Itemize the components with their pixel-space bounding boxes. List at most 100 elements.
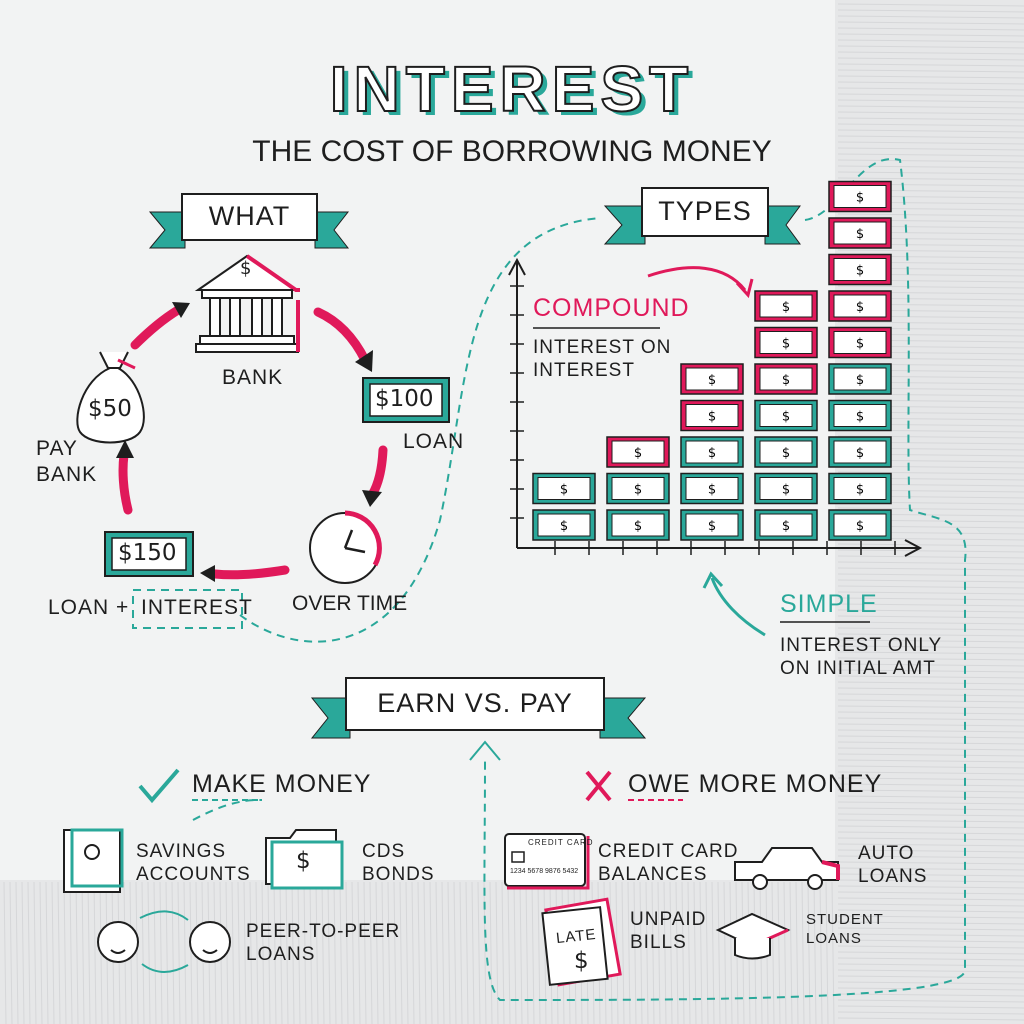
bill-dollar: $ [856, 300, 864, 315]
loan-amount: $100 [375, 386, 434, 412]
bill-dollar: $ [708, 446, 716, 461]
bill-dollar: $ [708, 483, 716, 498]
bill-icon: $ [680, 399, 744, 432]
bill-icon: $ [754, 326, 818, 359]
loan-label: LOAN [403, 430, 465, 453]
simple-desc: INTEREST ONLY ON INITIAL AMT [780, 635, 943, 679]
loan-bill-icon [362, 377, 450, 423]
bill-icon: $ [828, 180, 892, 213]
bill-icon: $ [532, 472, 596, 505]
bank-dollar: $ [240, 258, 252, 279]
clock-icon [309, 510, 382, 584]
bill-icon: $ [754, 399, 818, 432]
banner-what-label: WHAT [208, 201, 291, 231]
bill-icon: $ [680, 472, 744, 505]
card-number: 1234 5678 9876 5432 [510, 868, 579, 875]
bill-icon: $ [754, 290, 818, 322]
bank-label: BANK [222, 366, 284, 389]
bill-dollar: $ [856, 337, 864, 352]
page-subtitle: THE COST OF BORROWING MONEY [252, 135, 772, 168]
bill-dollar: $ [856, 410, 864, 425]
safe-icon [63, 828, 124, 893]
bill-dollar: $ [856, 446, 864, 461]
bill-dollar: $ [782, 373, 790, 388]
bill-dollar: $ [856, 227, 864, 242]
bill-dollar: $ [782, 483, 790, 498]
pay-bank-label: PAY BANK [36, 437, 98, 486]
bill-dollar: $ [634, 446, 642, 461]
bill-dollar: $ [634, 483, 642, 498]
bill-icon: $ [828, 217, 892, 249]
banner-what [148, 193, 350, 249]
bill-dollar: $ [782, 337, 790, 352]
bill-dollar: $ [560, 519, 568, 534]
bill-dollar: $ [856, 483, 864, 498]
bill-dollar: $ [856, 373, 864, 388]
auto-label: AUTO LOANS [858, 843, 928, 887]
repay-bill-icon [104, 531, 194, 577]
bill-dollar: $ [782, 446, 790, 461]
money-bag-icon [76, 351, 145, 444]
check-icon [138, 768, 180, 804]
dashed-arrowhead [469, 740, 501, 761]
banner-earn-vs-pay-label: EARN VS. PAY [377, 688, 573, 718]
face-icon [97, 921, 231, 963]
bill-dollar: $ [856, 264, 864, 279]
cycle-arrows [116, 302, 388, 582]
p2p-label: PEER-TO-PEER LOANS [246, 921, 401, 965]
bill-icon: $ [828, 509, 892, 541]
bill-dollar: $ [856, 519, 864, 534]
bill-dollar: $ [560, 483, 568, 498]
bill-icon: $ [532, 509, 596, 541]
student-label: STUDENT LOANS [806, 911, 884, 947]
banner-earn-vs-pay [310, 677, 647, 739]
bill-icon: $ [754, 363, 818, 395]
bill-icon: $ [828, 399, 892, 432]
bill-icon: $ [828, 436, 892, 468]
bill-icon: $ [828, 253, 892, 286]
cds-label: CDS BONDS [362, 841, 435, 885]
cross-icon [585, 770, 612, 802]
bill-icon: $ [754, 509, 818, 541]
exchange-arrows [139, 910, 189, 973]
bill-dollar: $ [708, 519, 716, 534]
bill-icon: $ [828, 472, 892, 505]
bill-icon: $ [828, 326, 892, 359]
bill-icon: $ [606, 472, 670, 505]
bill-dollar: $ [782, 410, 790, 425]
bill-icon: $ [754, 472, 818, 505]
credit-card-label: CREDIT CARD BALANCES [598, 841, 739, 885]
credit-card-icon [504, 833, 590, 890]
folder-icon [265, 829, 344, 890]
bank-icon [194, 254, 300, 353]
bill-icon: $ [606, 436, 670, 468]
pay-heading: OWE MORE MONEY [628, 770, 883, 798]
graduation-cap-icon [715, 912, 791, 960]
repay-amount: $150 [118, 540, 177, 566]
bag-amount: $50 [88, 396, 132, 422]
bill-dollar: $ [782, 300, 790, 315]
interest-label: INTEREST [141, 596, 253, 619]
loan-plus-label: LOAN + [48, 596, 130, 619]
folder-dollar: $ [296, 848, 311, 874]
earn-heading: MAKE MONEY [192, 770, 372, 798]
bill-icon: $ [606, 509, 670, 541]
bill-icon: $ [754, 436, 818, 468]
late-dollar: $ [574, 948, 589, 974]
compound-desc: INTEREST ON INTEREST [533, 337, 672, 381]
simple-arrow [710, 577, 766, 637]
car-icon [734, 847, 840, 890]
unpaid-label: UNPAID BILLS [630, 909, 707, 953]
late-bill-icon [541, 897, 622, 987]
bill-icon: $ [828, 363, 892, 395]
bill-icon: $ [680, 509, 744, 541]
simple-title: SIMPLE [780, 590, 878, 618]
compound-title: COMPOUND [533, 294, 690, 322]
bill-icon: $ [680, 363, 744, 395]
bill-icon: $ [680, 436, 744, 468]
card-label: CREDIT CARD [528, 838, 594, 847]
savings-label: SAVINGS ACCOUNTS [136, 841, 251, 885]
page-title: INTEREST [329, 52, 695, 126]
bill-dollar: $ [708, 373, 716, 388]
